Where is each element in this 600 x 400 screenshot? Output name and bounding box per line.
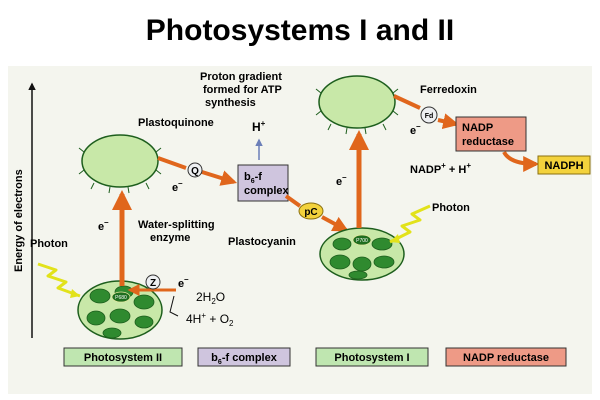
nadph-arrow — [502, 150, 540, 172]
legend-ps1 — [315, 347, 429, 367]
b6f-box-label-2: complex — [244, 185, 290, 197]
nadp-plus-h-label: NADP+ + H+ — [410, 161, 471, 176]
p700-center — [352, 234, 372, 246]
legend-b6f-label: b6-f complex — [211, 352, 278, 366]
b6f-box-label-1: b6-f — [244, 171, 262, 185]
water-formula: 2H2O — [196, 290, 225, 306]
nadph-label: NADPH — [544, 160, 583, 172]
proton-gradient-label-2: formed for ATP — [203, 84, 282, 96]
nadp-reductase-label-1: NADP — [462, 122, 493, 134]
products-formula: 4H+ + O2 — [186, 311, 234, 328]
legend-nadp — [445, 347, 567, 367]
water-electron-label: e– — [178, 275, 189, 290]
fd-to-nadp-arrow — [437, 113, 460, 130]
photon-2-arrowhead — [390, 234, 400, 243]
legend-b6f — [197, 347, 291, 367]
nadph-box — [537, 155, 591, 175]
p680-label: P680 — [115, 295, 127, 301]
fd-electron-label: e– — [410, 122, 421, 137]
photon-1-label: Photon — [30, 238, 68, 250]
q-label: Q — [191, 166, 199, 177]
photon-2-label: Photon — [432, 202, 470, 214]
legend-ps2-label: Photosystem II — [84, 352, 162, 364]
ps2-to-q-arrow — [157, 156, 187, 170]
axis-label: Energy of electrons — [13, 169, 25, 272]
photon-1-arrowhead — [70, 289, 80, 298]
plastoquinone-icon — [187, 162, 203, 178]
q-to-b6f-arrow — [201, 170, 238, 186]
ps1-to-fd-arrow — [393, 94, 421, 110]
plastoquinone-label: Plastoquinone — [138, 117, 214, 129]
ferredoxin-label: Ferredoxin — [420, 84, 477, 96]
water-splitting-label-2: enzyme — [150, 232, 190, 244]
legend-ps2 — [63, 347, 183, 367]
ferredoxin-icon — [420, 106, 438, 124]
proton-gradient-label-1: Proton gradient — [200, 71, 282, 83]
p700-label: P700 — [356, 238, 368, 244]
ps2-electron-label: e– — [98, 218, 109, 233]
b6f-to-pc-arrow — [284, 194, 302, 208]
pc-to-ps1-arrow — [321, 215, 349, 232]
h-plus-label: H+ — [252, 119, 266, 134]
fd-label: Fd — [425, 113, 434, 120]
plastocyanin-icon — [298, 202, 324, 220]
ps1-electron-label: e– — [336, 173, 347, 188]
water-splitting-label-1: Water-splitting — [138, 219, 215, 231]
water-split-bracket — [169, 295, 179, 317]
photon-1-icon — [37, 262, 81, 298]
proton-gradient-label-3: synthesis — [205, 97, 256, 109]
plastocyanin-label: Plastocyanin — [228, 236, 296, 248]
ps2-excited-state — [81, 134, 159, 188]
z-enzyme-icon — [145, 274, 161, 290]
p680-center — [111, 291, 131, 303]
pc-label: pC — [304, 207, 317, 218]
nadp-reductase-label-2: reductase — [462, 136, 514, 148]
photon-2-icon — [389, 204, 431, 244]
legend-nadp-label: NADP reductase — [463, 352, 549, 364]
ps1-pigments — [329, 237, 395, 280]
b6f-complex-box — [237, 164, 289, 202]
ps1-excited-state — [318, 75, 396, 129]
legend-ps1-label: Photosystem I — [334, 352, 409, 364]
z-label: Z — [150, 278, 156, 289]
q-electron-label: e– — [172, 179, 183, 194]
nadp-reductase-box — [455, 116, 527, 152]
page-title: Photosystems I and II — [145, 14, 455, 47]
